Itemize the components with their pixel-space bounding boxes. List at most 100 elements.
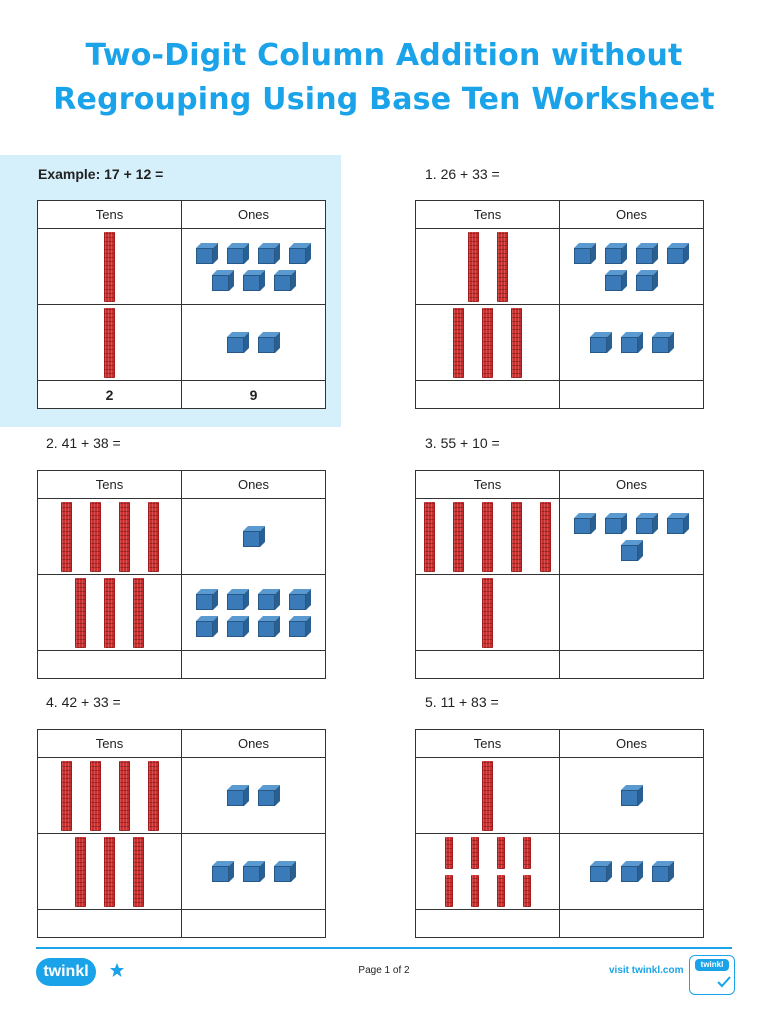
tens-rod-icon [470,874,479,907]
tens-header: Tens [415,200,560,229]
problem-table: Tens Ones [37,729,326,938]
ones-cube-icon [258,242,280,264]
tens-rod-icon [496,836,505,869]
ones-cube-icon [258,588,280,610]
tens-rod-icon [444,836,453,869]
row2-ones-cell [559,574,704,651]
ones-cube-icon [227,588,249,610]
row2-ones-cell [181,833,326,910]
problem-label: 2. 41 + 38 = [46,435,121,451]
tens-rod-icon [147,760,159,831]
problem-table: Tens Ones [415,200,704,409]
ones-cube-icon [589,332,612,353]
tens-rod-icon [511,501,522,572]
tens-rod-icon [482,501,493,572]
row1-ones-cell [181,498,326,575]
answer-ones-cell[interactable] [559,650,704,679]
tens-rod-icon [522,836,531,869]
answer-tens-cell[interactable] [415,380,560,409]
row2-ones-cell [181,304,326,381]
tens-rod-icon [467,231,479,302]
ones-header: Ones [559,470,704,499]
tens-rod-icon [104,577,115,648]
ones-cube-icon [651,332,674,353]
ones-cube-icon [589,861,612,882]
footer-divider [36,947,732,949]
ones-cube-icon [196,242,218,264]
ones-cube-icon [620,332,643,353]
row1-ones-cell [181,757,326,834]
answer-tens-cell[interactable] [37,650,182,679]
ones-cube-icon [667,242,689,264]
title-line-2: Regrouping Using Base Ten Worksheet [53,82,715,117]
tens-rod-icon [482,577,493,648]
ones-cube-icon [258,785,280,806]
row2-tens-cell [37,304,182,381]
answer-ones-cell[interactable] [559,909,704,938]
example-table: Tens Ones 2 9 [37,200,326,409]
tens-rod-icon [453,501,464,572]
ones-cube-icon [258,615,280,637]
check-icon [717,976,731,988]
ones-cube-icon [605,269,627,291]
answer-ones-cell[interactable] [181,909,326,938]
problem-table: Tens Ones [415,729,704,938]
answer-tens-cell[interactable] [37,909,182,938]
tens-rod-icon [424,501,435,572]
answer-ones-cell: 9 [181,380,326,409]
ones-cube-icon [227,242,249,264]
row1-tens-cell [415,757,560,834]
badge-label: twinkl [695,959,729,971]
tens-rod-icon [470,836,479,869]
tens-rod-icon [118,760,130,831]
tens-rod-icon [453,307,464,378]
answer-ones-cell[interactable] [559,380,704,409]
page-number: Page 1 of 2 [358,965,410,976]
tens-rod-icon [133,836,144,907]
tens-header: Tens [37,729,182,758]
answer-tens-cell: 2 [37,380,182,409]
tens-rod-icon [75,577,86,648]
tens-header: Tens [37,200,182,229]
tens-rod-icon [133,577,144,648]
visit-link[interactable]: visit twinkl.com [609,965,684,976]
tens-rod-icon [60,501,72,572]
ones-cube-icon [667,512,689,534]
ones-cube-icon [574,512,596,534]
problem-label: 3. 55 + 10 = [425,435,500,451]
answer-tens-cell[interactable] [415,650,560,679]
row1-tens-cell [415,498,560,575]
answer-tens-cell[interactable] [415,909,560,938]
ones-cube-icon [574,242,596,264]
tens-header: Tens [415,729,560,758]
tens-rod-icon [147,501,159,572]
row2-ones-cell [559,304,704,381]
row2-ones-cell [559,833,704,910]
row1-ones-cell [559,757,704,834]
ones-cube-icon [620,539,643,561]
ones-cube-icon [636,242,658,264]
tens-header: Tens [415,470,560,499]
ones-cube-icon [289,615,311,637]
row1-tens-cell [37,757,182,834]
ones-header: Ones [181,729,326,758]
tens-rod-icon [104,307,115,378]
ones-cube-icon [227,615,249,637]
answer-ones-cell[interactable] [181,650,326,679]
problem-label: 1. 26 + 33 = [425,166,500,182]
tens-rod-icon [104,231,115,302]
ones-cube-icon [636,512,658,534]
row1-ones-cell [181,228,326,305]
ones-header: Ones [559,729,704,758]
row1-tens-cell [37,228,182,305]
ones-cube-icon [651,861,674,882]
ones-cube-icon [605,512,627,534]
ones-cube-icon [227,332,249,353]
ones-cube-icon [273,269,296,291]
ones-cube-icon [273,861,296,882]
tens-rod-icon [511,307,522,378]
star-icon [110,963,124,977]
ones-cube-icon [196,615,218,637]
row2-tens-cell [415,833,560,910]
row2-tens-cell [415,574,560,651]
